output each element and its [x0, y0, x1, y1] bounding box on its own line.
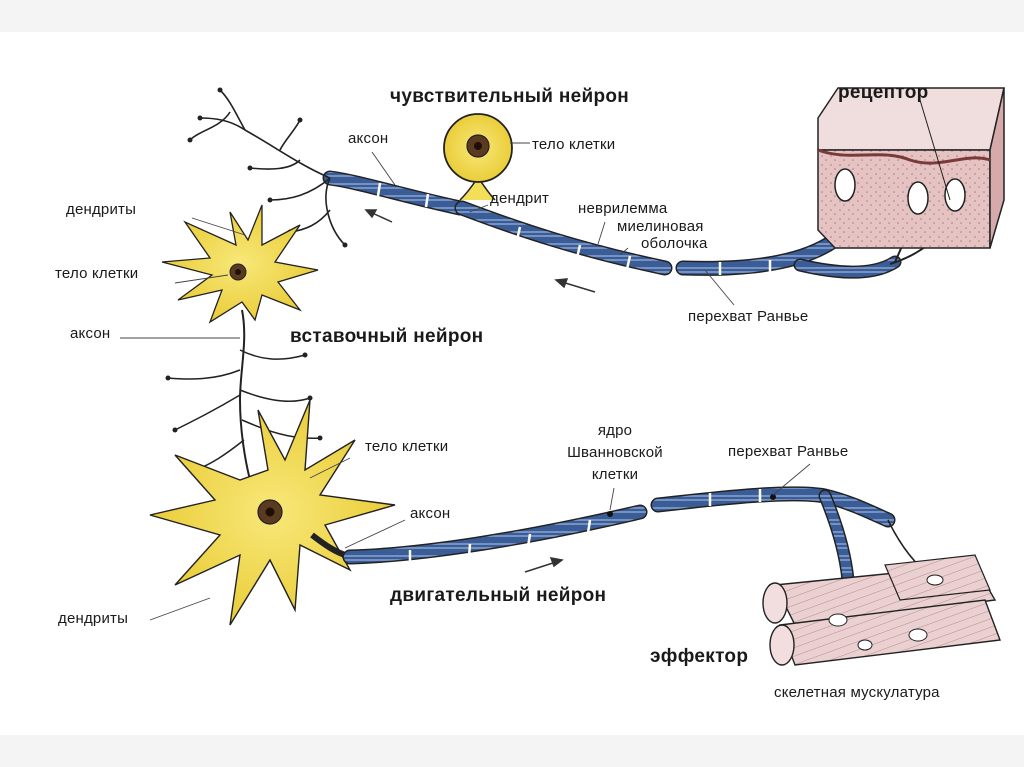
sensory-dendrite: [376, 182, 902, 279]
interneuron-cell-body: [161, 204, 319, 324]
myelin-sheath-label-1: миелиновая: [617, 218, 704, 235]
receptor-label: рецептор: [838, 82, 929, 103]
receptor-skin-block: [817, 87, 1005, 249]
sensory-cell-body-label: тело клетки: [532, 136, 616, 153]
interneuron-dendritic-tree: [189, 89, 346, 246]
motor-axon-label: аксон: [410, 505, 451, 522]
direction-arrows: [364, 209, 596, 573]
neurilemma-label: неврилемма: [578, 200, 668, 217]
myelin-sheath-label-2: оболочка: [641, 235, 708, 252]
motor-cell-body-label: тело клетки: [365, 438, 449, 455]
sensory-neuron: [322, 113, 956, 279]
schwann-label-1: ядро: [597, 422, 633, 439]
interneuron: [161, 87, 348, 481]
interneuron-dendrites-label: дендриты: [66, 201, 137, 218]
motor-neuron: [149, 399, 936, 641]
motor-neuron-title: двигательный нейрон: [390, 585, 607, 606]
skeletal-muscle-label: скелетная мускулатура: [774, 684, 940, 701]
sensory-ranvier-node-label: перехват Ранвье: [688, 308, 809, 325]
schwann-label-3: клетки: [591, 466, 639, 483]
interneuron-title: вставочный нейрон: [290, 326, 484, 347]
motor-ranvier-node-label: перехват Ранвье: [728, 443, 849, 460]
sensory-neuron-title: чувствительный нейрон: [390, 86, 630, 107]
effector-label: эффектор: [650, 646, 749, 667]
sensory-axon-label: аксон: [348, 130, 389, 147]
skeletal-muscle: [762, 554, 1001, 666]
motor-dendrites-label: дендриты: [58, 610, 129, 627]
interneuron-cell-body-label: тело клетки: [55, 265, 139, 282]
leader-lines: [120, 142, 811, 621]
interneuron-axon-label: аксон: [70, 325, 111, 342]
motor-axon: [342, 486, 896, 587]
sensory-axon: [322, 170, 468, 216]
sensory-dendrite-label: дендрит: [490, 190, 550, 207]
schwann-label-2: Шванновской: [567, 444, 663, 461]
